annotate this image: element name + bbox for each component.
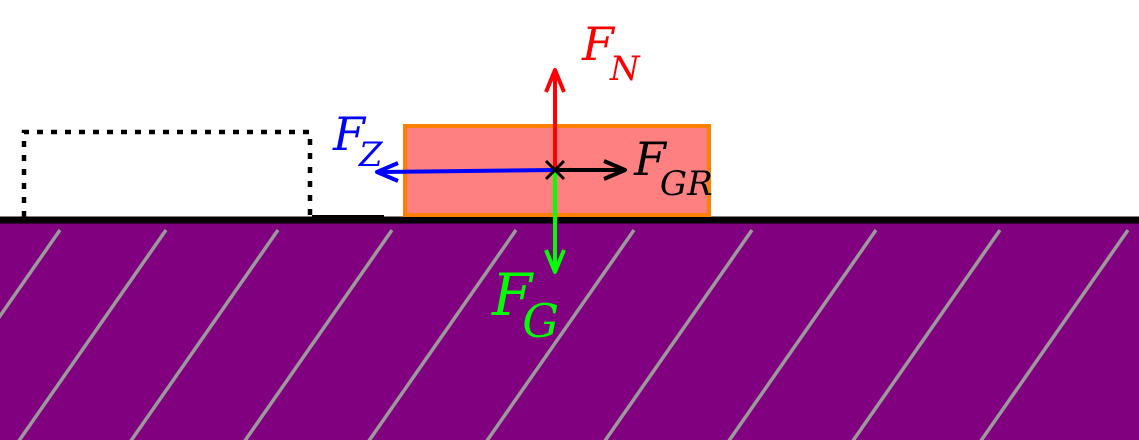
normal-force-arrow <box>544 68 566 170</box>
hatch-line <box>603 228 754 440</box>
hatch-line <box>979 228 1130 440</box>
friction-force-label: FGR <box>633 132 713 204</box>
gravity-force-label: FG <box>491 261 559 348</box>
hatch-line <box>851 228 1002 440</box>
gravity-force-arrow <box>544 170 566 274</box>
hatch-line <box>367 228 518 440</box>
hatch-line <box>0 228 62 320</box>
friction-force-arrow <box>555 159 627 181</box>
hatch-line <box>129 228 280 440</box>
hatch-line <box>243 228 394 440</box>
pull-force-label: FZ <box>332 107 384 175</box>
center-of-mass-marker <box>544 159 566 181</box>
hatch-line <box>485 228 636 440</box>
hatch-line <box>17 228 168 440</box>
pull-force-arrow <box>375 161 556 183</box>
normal-force-label: FN <box>581 17 641 89</box>
previous-block-position <box>21 129 313 217</box>
ground-hatching <box>0 228 1130 440</box>
ground <box>0 223 1139 440</box>
hatch-line <box>727 228 878 440</box>
